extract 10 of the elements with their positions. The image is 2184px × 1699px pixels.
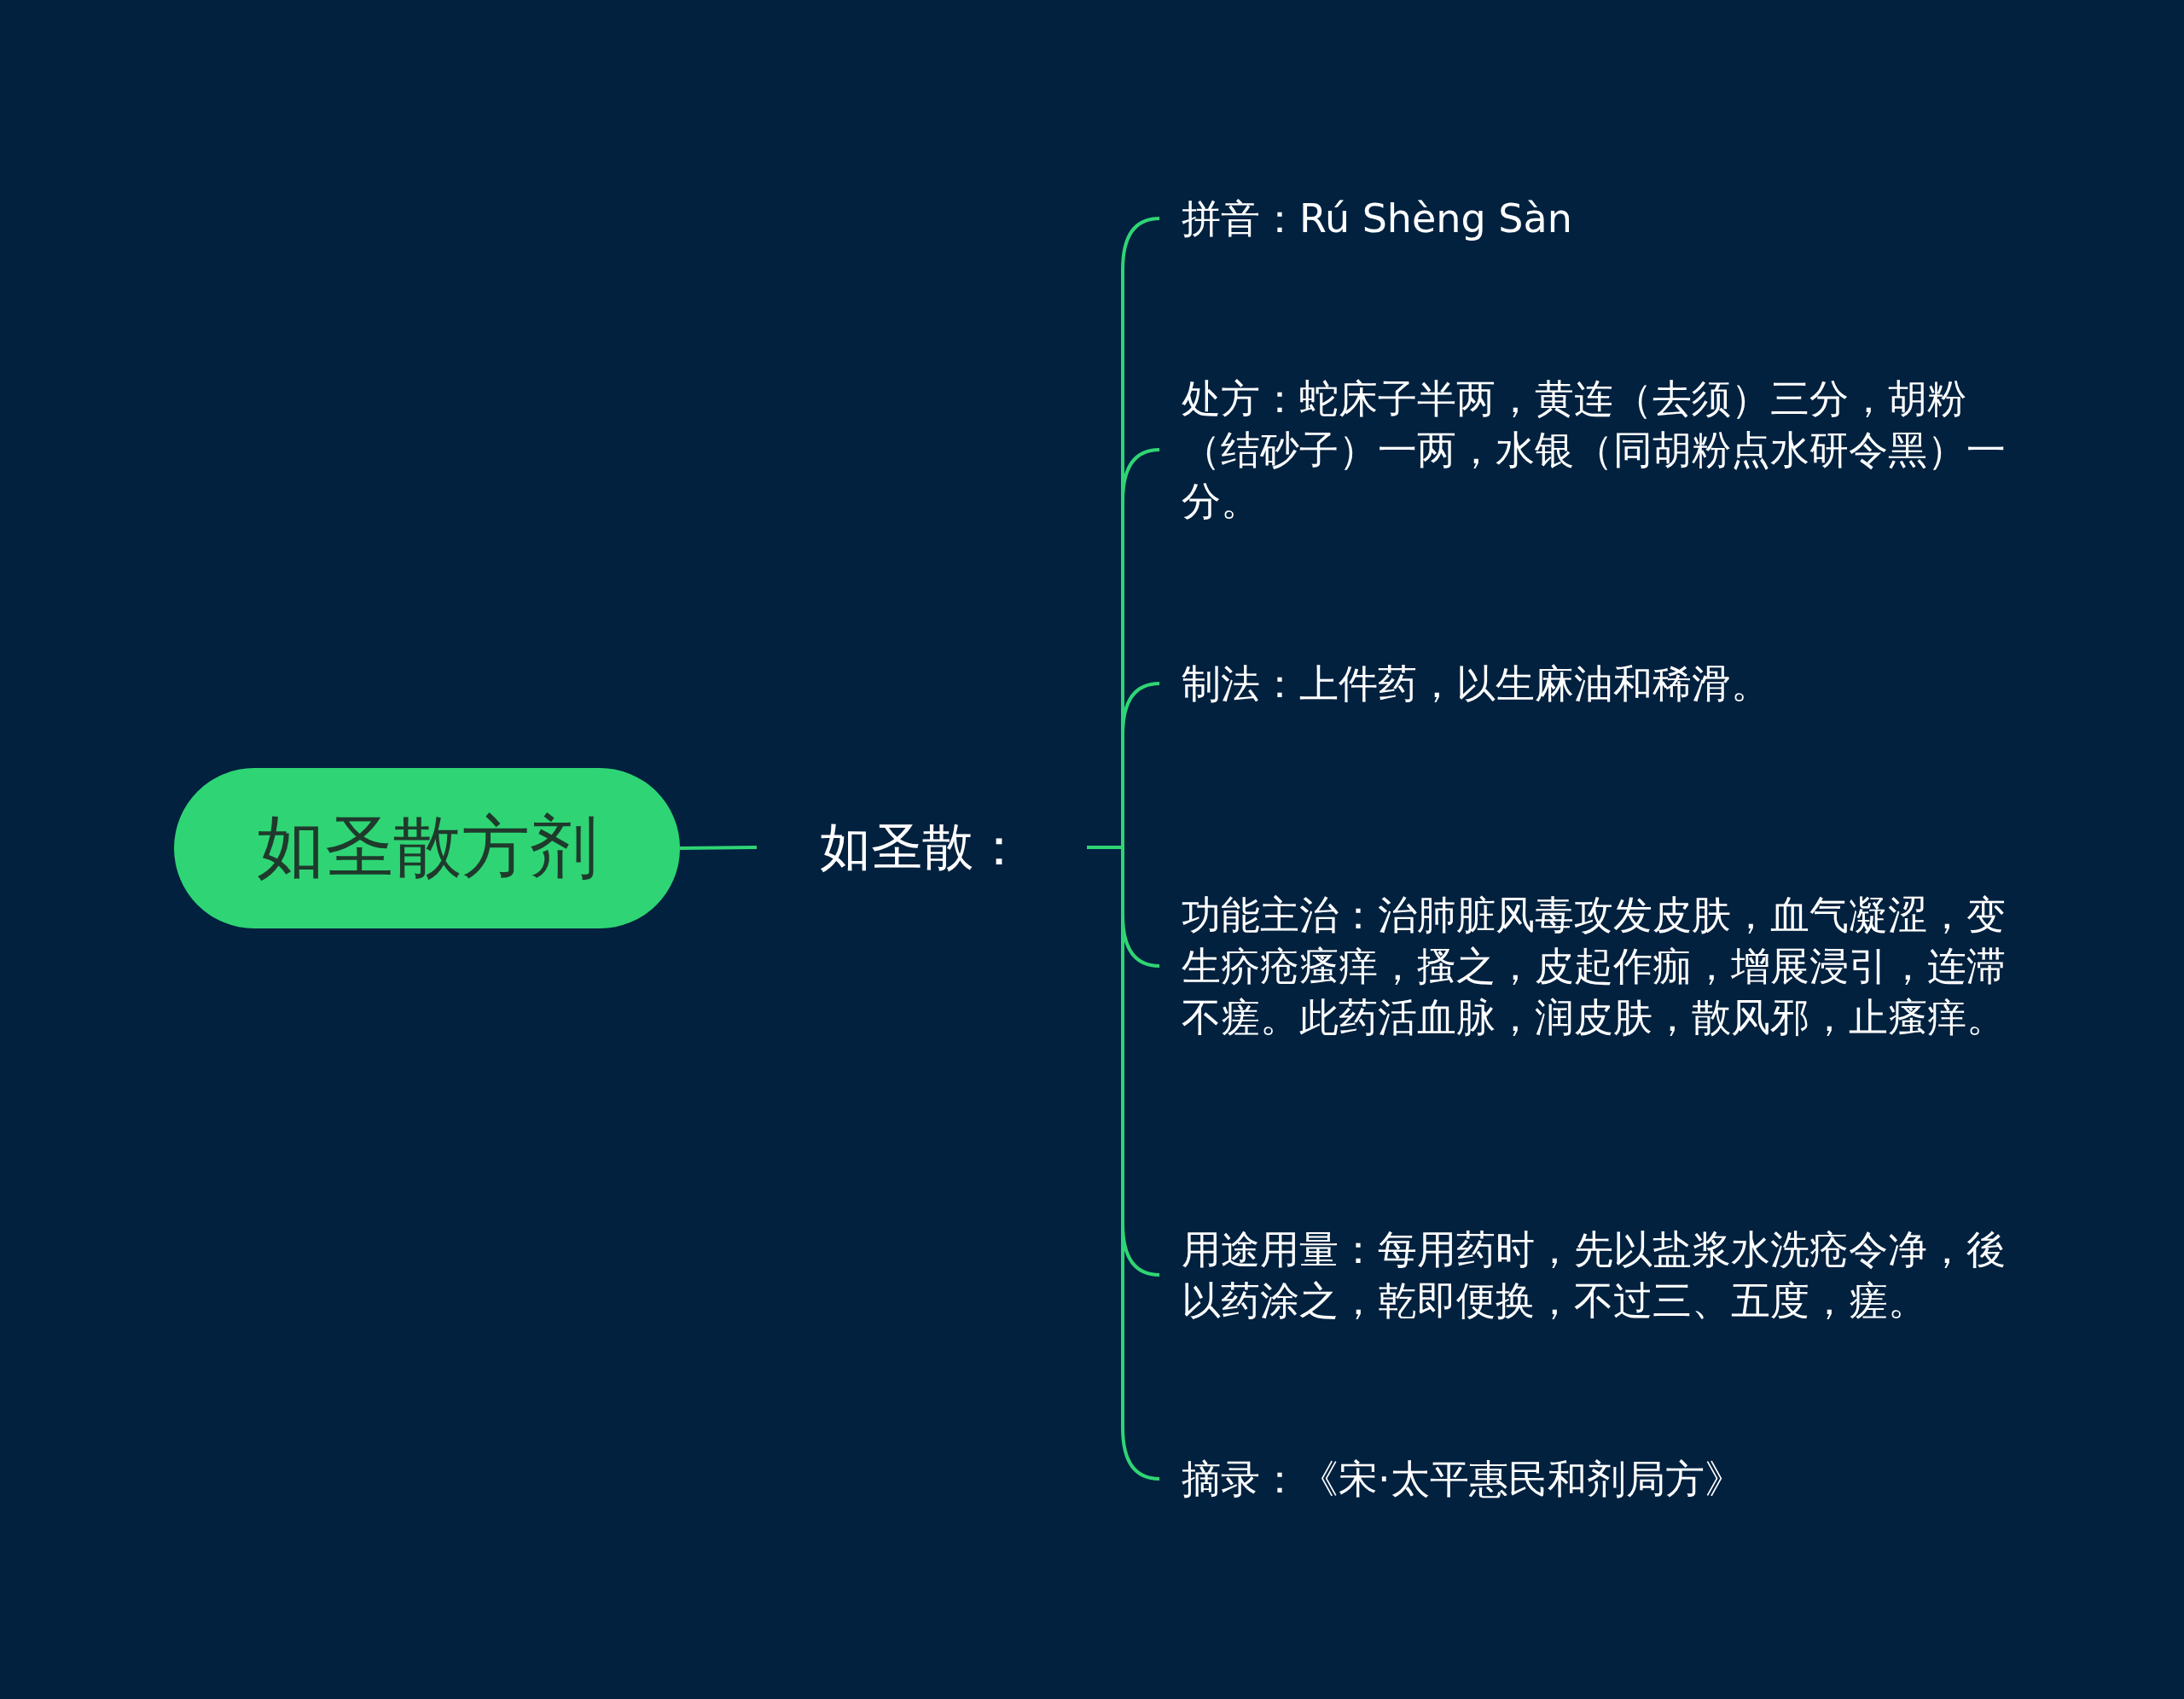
topic-text: 如圣散方剂 bbox=[256, 806, 598, 888]
connector-line bbox=[679, 846, 758, 850]
topic-text: 用途用量：每用药时，先以盐浆水洗疮令净，後以药涂之，乾即便换，不过三、五度，瘥。 bbox=[1182, 1226, 2006, 1324]
topic-text: 处方：蛇床子半两，黄连（去须）三分，胡粉（结砂子）一两，水银（同胡粉点水研令黑）一分。 bbox=[1182, 375, 2006, 524]
topic-text: 制法：上件药，以生麻油和稀滑。 bbox=[1182, 660, 1770, 707]
connector-line bbox=[1087, 846, 1160, 1481]
topic-text: 功能主治：治肺脏风毒攻发皮肤，血气凝涩，变生疥疮瘙痒，搔之，皮起作痂，增展浸引，连滞不瘥。此药活血脉，润皮肤，散风邪，止瘙痒。 bbox=[1182, 892, 2006, 1040]
topic-text: 如圣散： bbox=[819, 815, 1025, 878]
topic-text: 拼音：Rú Shèng Sàn bbox=[1182, 195, 1572, 241]
topic-text: 摘录：《宋·太平惠民和剂局方》 bbox=[1182, 1456, 1744, 1502]
